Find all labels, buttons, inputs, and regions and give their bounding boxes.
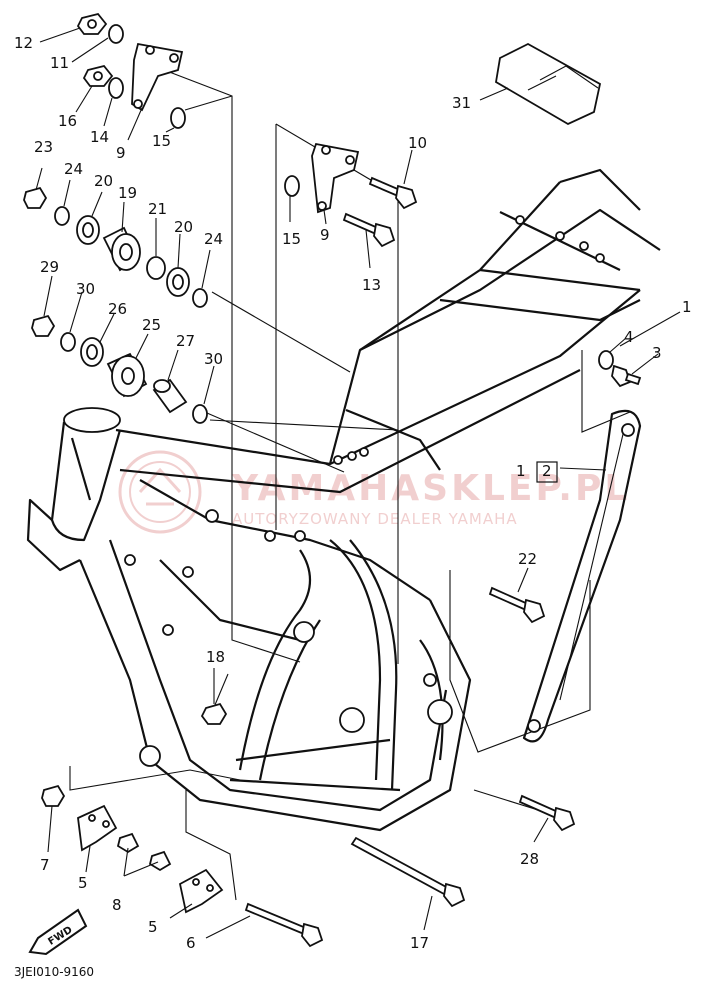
callout-26: 26 <box>108 300 127 318</box>
callout-12: 12 <box>14 34 33 52</box>
callout-2: 2 <box>542 462 552 480</box>
callout-25: 25 <box>142 316 161 334</box>
callout-2-box <box>536 461 558 483</box>
callout-3: 3 <box>652 344 662 362</box>
callout-11: 11 <box>50 54 69 72</box>
callout-15-center: 15 <box>282 230 301 248</box>
callout-8: 8 <box>112 896 122 914</box>
callout-23: 23 <box>34 138 53 156</box>
callout-30-upper: 30 <box>76 280 95 298</box>
callout-24-upper: 24 <box>64 160 83 178</box>
callout-labels: 12 11 16 14 9 15 23 24 20 19 21 20 24 29… <box>14 34 692 952</box>
hardware-parts <box>23 12 642 948</box>
callout-24-lower: 24 <box>204 230 223 248</box>
watermark-subtitle: AUTORYZOWANY DEALER YAMAHA <box>232 510 518 528</box>
drawing-code: 3JEI010-9160 <box>14 965 94 979</box>
callout-4: 4 <box>624 328 634 346</box>
callout-10: 10 <box>408 134 427 152</box>
watermark: YAMAHASKLEP.PL AUTORYZOWANY DEALER YAMAH… <box>118 450 630 534</box>
callout-6: 6 <box>186 934 196 952</box>
leader-lines <box>35 27 681 939</box>
callout-5-right: 5 <box>148 918 158 936</box>
watermark-title: YAMAHASKLEP.PL <box>231 468 630 509</box>
callout-18: 18 <box>206 648 225 666</box>
callout-28: 28 <box>520 850 539 868</box>
callout-20-lower: 20 <box>174 218 193 236</box>
fwd-arrow-icon: FWD <box>28 908 88 956</box>
callout-14: 14 <box>90 128 109 146</box>
callout-16: 16 <box>58 112 77 130</box>
callout-9-upper: 9 <box>116 144 126 162</box>
callout-29: 29 <box>40 258 59 276</box>
callout-1-rail: 1 <box>516 462 526 480</box>
callout-20-upper: 20 <box>94 172 113 190</box>
callout-9-center: 9 <box>320 226 330 244</box>
rear-subframe-rail <box>522 409 642 743</box>
callout-21: 21 <box>148 200 167 218</box>
callout-22: 22 <box>518 550 537 568</box>
callout-15-upper: 15 <box>152 132 171 150</box>
motorcycle-frame <box>26 168 661 832</box>
callout-27: 27 <box>176 332 195 350</box>
callout-31: 31 <box>452 94 471 112</box>
callout-30-lower: 30 <box>204 350 223 368</box>
callout-19: 19 <box>118 184 137 202</box>
callout-5-left: 5 <box>78 874 88 892</box>
engine-bracket-upper-left <box>131 42 184 112</box>
callout-7: 7 <box>40 856 50 874</box>
callout-13: 13 <box>362 276 381 294</box>
callout-1-upper: 1 <box>682 298 692 316</box>
callout-17: 17 <box>410 934 429 952</box>
engine-bracket-center <box>311 142 360 214</box>
